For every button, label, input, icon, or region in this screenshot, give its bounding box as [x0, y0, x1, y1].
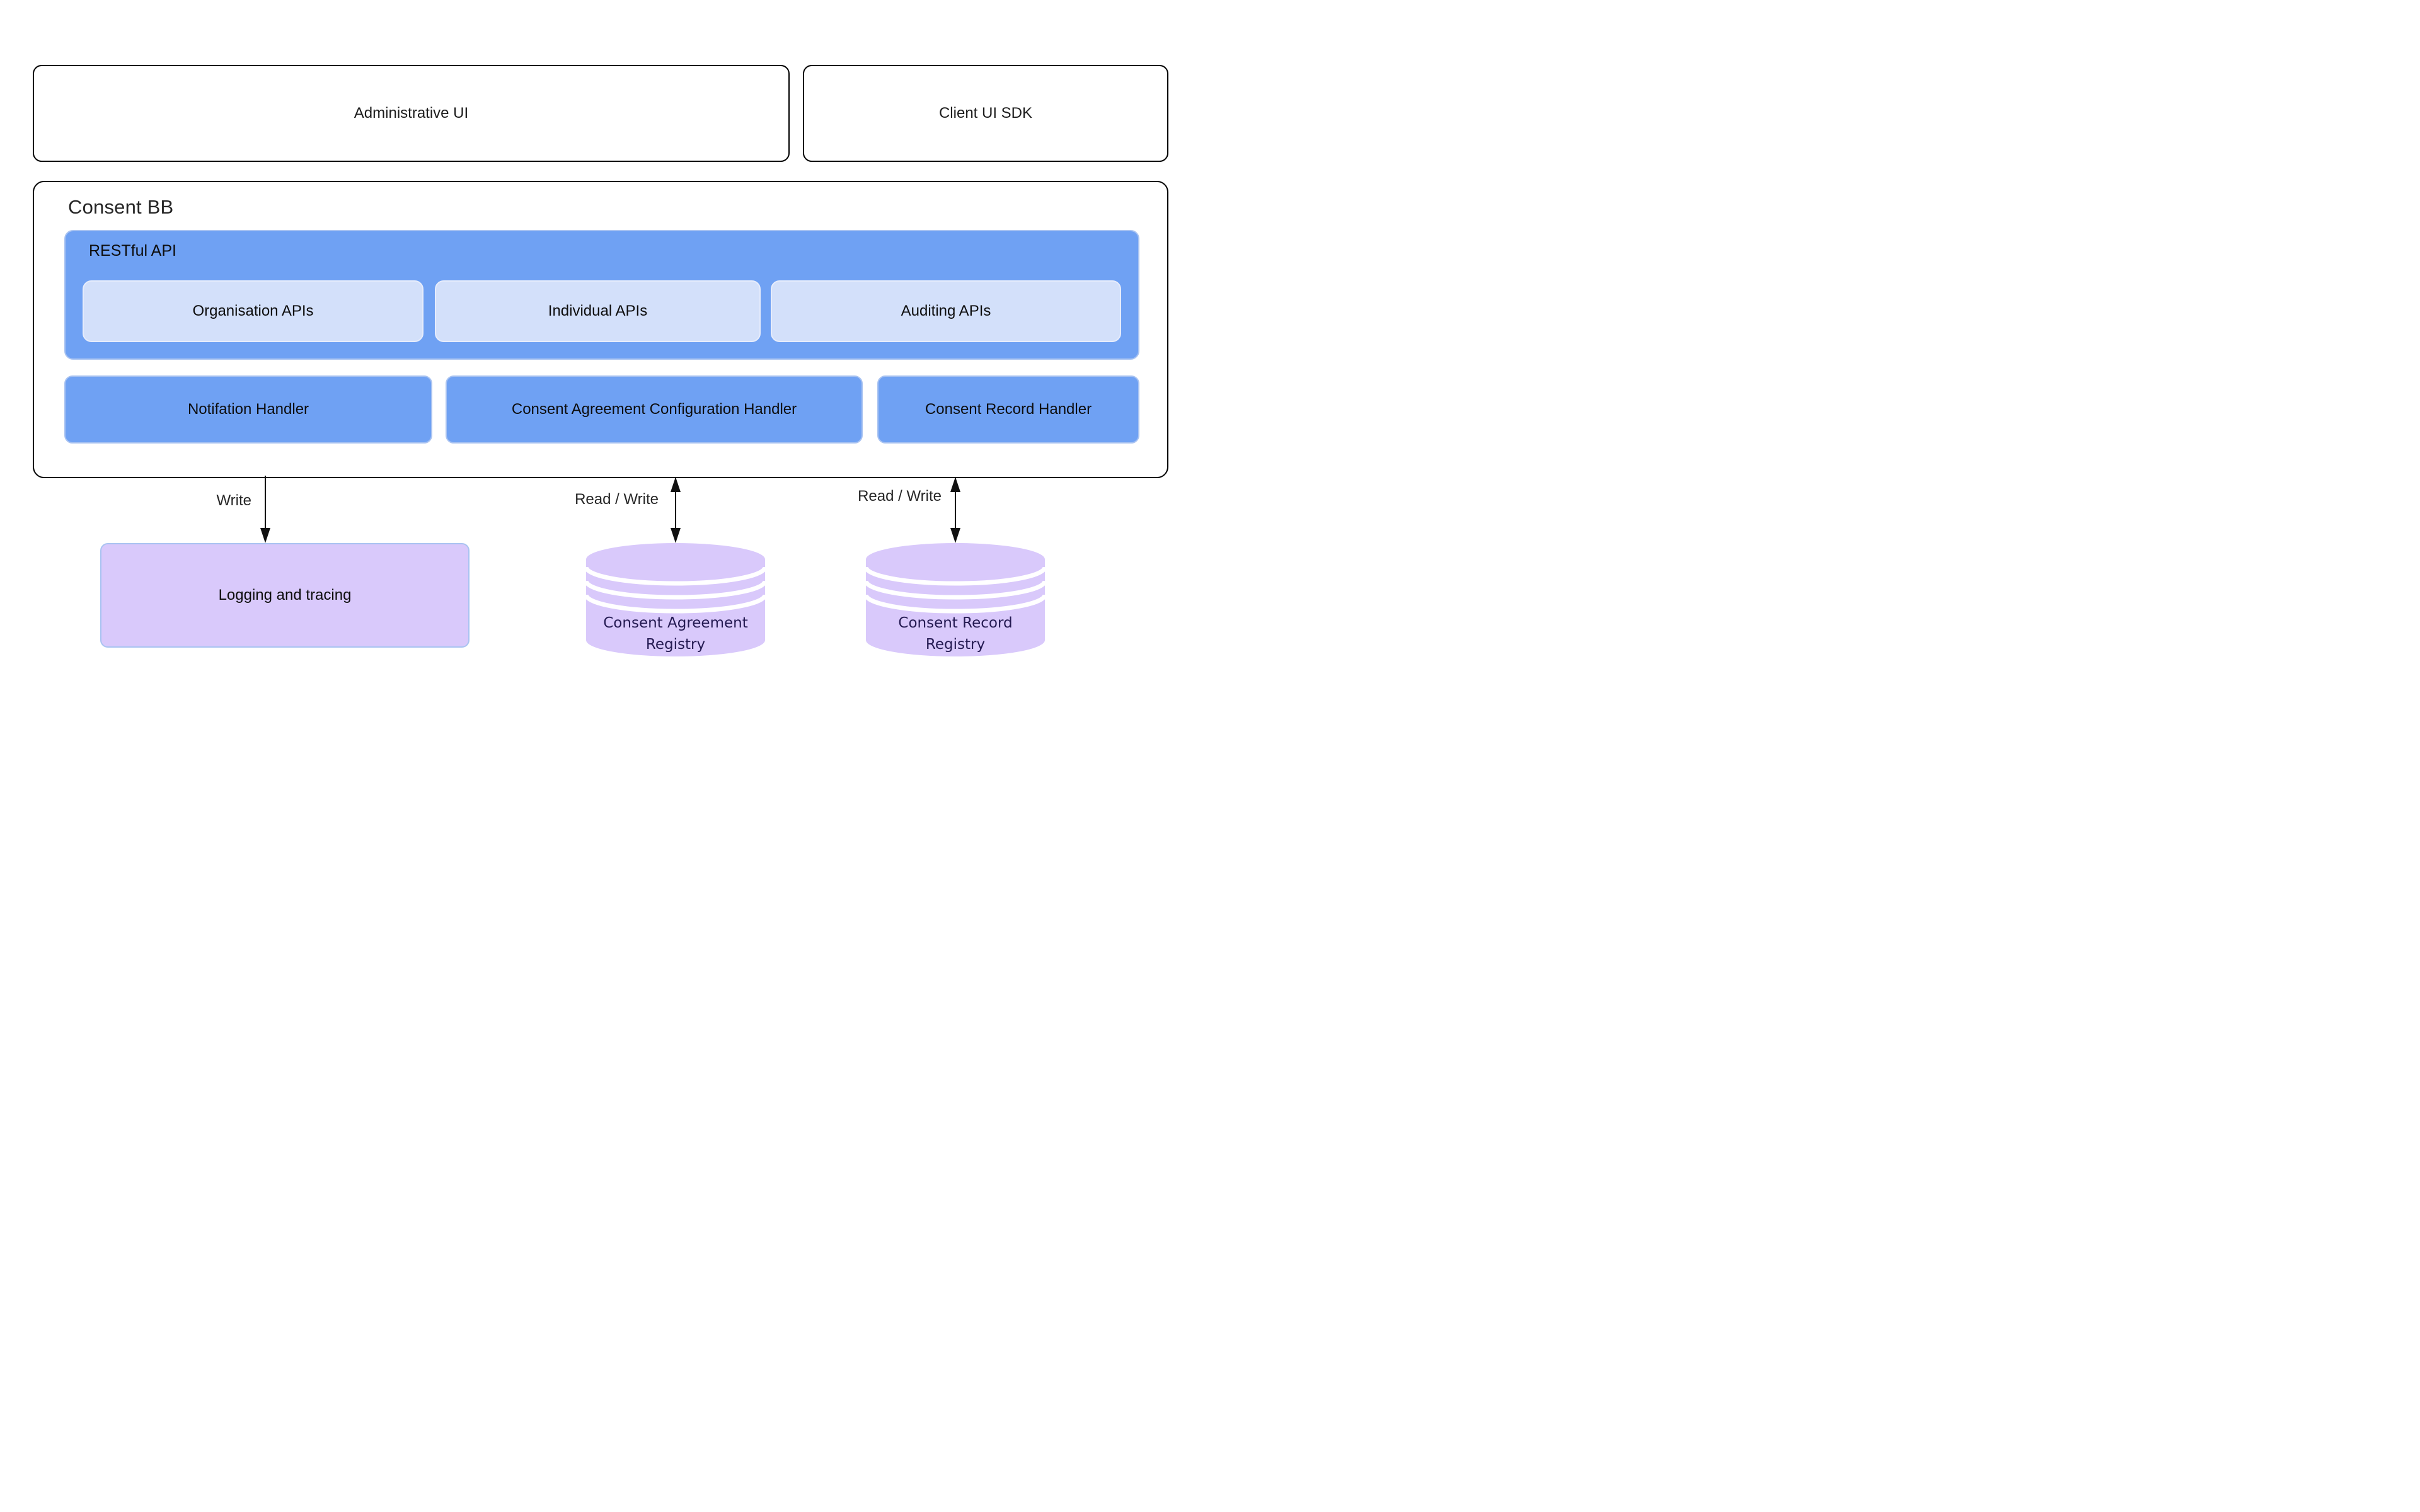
- architecture-diagram: Administrative UI Client UI SDK Consent …: [0, 0, 1210, 756]
- restful-api-label: RESTful API: [89, 242, 176, 260]
- consent-bb-title: Consent BB: [68, 196, 174, 218]
- read-write-connector-label-1: Read / Write: [575, 491, 659, 508]
- consent-bb-box: Consent BB RESTful API Organisation APIs…: [33, 181, 1168, 478]
- consent-record-handler-label: Consent Record Handler: [925, 401, 1092, 418]
- auditing-apis-box: Auditing APIs: [771, 280, 1121, 342]
- read-write-connector-label-2: Read / Write: [858, 488, 942, 505]
- client-ui-sdk-label: Client UI SDK: [938, 105, 1033, 122]
- auditing-apis-label: Auditing APIs: [901, 302, 991, 319]
- notification-handler-label: Notifation Handler: [187, 401, 309, 418]
- administrative-ui-box: Administrative UI: [33, 65, 790, 162]
- read-write-connector-line-2: [955, 477, 956, 532]
- notification-handler-box: Notifation Handler: [64, 375, 432, 444]
- administrative-ui-label: Administrative UI: [354, 105, 469, 122]
- consent-record-registry-cylinder-icon: Consent Record Registry: [865, 543, 1046, 656]
- read-write-connector-line-1: [675, 477, 676, 532]
- read-write-arrowhead-down-icon-2: [950, 528, 960, 543]
- write-connector-line: [265, 476, 266, 532]
- logging-and-tracing-box: Logging and tracing: [100, 543, 470, 648]
- write-connector-label: Write: [216, 492, 251, 509]
- consent-agreement-registry-cylinder-icon: Consent Agreement Registry: [585, 543, 766, 656]
- consent-record-registry-label-line1: Consent Record: [898, 615, 1012, 631]
- read-write-arrowhead-down-icon-1: [671, 528, 681, 543]
- consent-agreement-registry-label-line1: Consent Agreement: [603, 615, 747, 631]
- consent-agreement-configuration-handler-label: Consent Agreement Configuration Handler: [511, 401, 797, 418]
- organisation-apis-box: Organisation APIs: [83, 280, 424, 342]
- logging-and-tracing-label: Logging and tracing: [218, 587, 352, 604]
- individual-apis-box: Individual APIs: [435, 280, 761, 342]
- individual-apis-label: Individual APIs: [548, 302, 648, 319]
- consent-agreement-registry-label-line2: Registry: [646, 636, 705, 653]
- read-write-arrowhead-up-icon-2: [950, 477, 960, 492]
- consent-record-handler-box: Consent Record Handler: [877, 375, 1139, 444]
- read-write-arrowhead-up-icon-1: [671, 477, 681, 492]
- consent-agreement-configuration-handler-box: Consent Agreement Configuration Handler: [446, 375, 863, 444]
- client-ui-sdk-box: Client UI SDK: [803, 65, 1168, 162]
- consent-record-registry-label-line2: Registry: [926, 636, 985, 653]
- write-arrowhead-down-icon: [260, 528, 270, 543]
- restful-api-box: RESTful API Organisation APIs Individual…: [64, 230, 1139, 360]
- organisation-apis-label: Organisation APIs: [192, 302, 314, 319]
